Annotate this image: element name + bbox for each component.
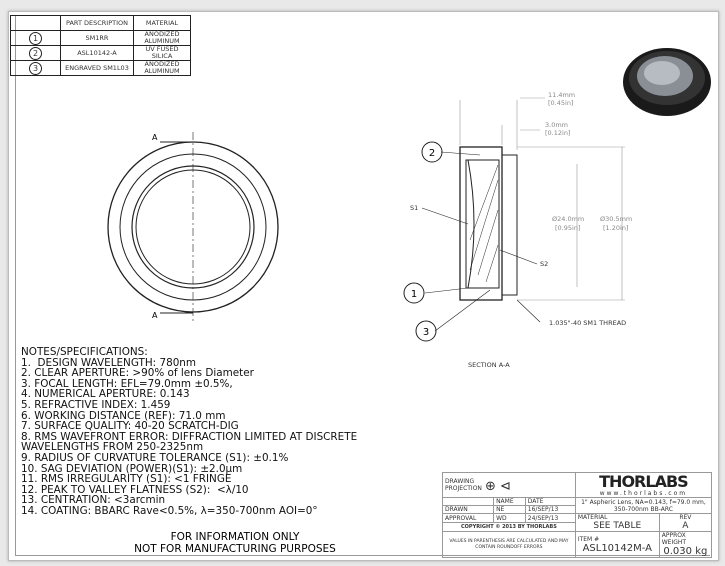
dim-thread-in: [0.12in] <box>545 129 570 137</box>
weight-label: APPROX WEIGHT <box>661 532 687 546</box>
note-item: 3. FOCAL LENGTH: EFL=79.0mm ±0.5%, <box>21 377 233 390</box>
drawn-label: DRAWN <box>441 505 495 514</box>
dim-inner-in: [0.95in] <box>555 224 580 232</box>
note-item: 10. SAG DEVIATION (POWER)(S1): ±2.0µm <box>21 462 243 475</box>
note-item: 8. RMS WAVEFRONT ERROR: DIFFRACTION LIMI… <box>21 430 358 443</box>
website: www.thorlabs.com <box>599 490 688 497</box>
dim-length: 11.4mm <box>548 91 575 99</box>
balloon-1: 1 <box>411 289 417 300</box>
rev-value: A <box>682 521 689 531</box>
note-item: 6. WORKING DISTANCE (REF): 71.0 mm <box>21 409 226 422</box>
note-item: 4. NUMERICAL APERTURE: 0.143 <box>21 388 190 401</box>
approval-name: WD <box>493 513 526 523</box>
balloon-2: 2 <box>429 148 435 159</box>
thread-note: 1.035"-40 SM1 THREAD <box>549 319 626 327</box>
balloon-3: 3 <box>423 327 429 338</box>
lens-photo <box>623 48 711 116</box>
disclaimer-line: NOT FOR MANUFACTURING PURPOSES <box>134 543 336 555</box>
balloon: 2 <box>29 46 42 60</box>
section-mark-top: A <box>152 133 158 142</box>
drawing-frame <box>15 15 710 556</box>
values-note: VALUES IN PARENTHESIS ARE CALCULATED AND… <box>442 531 576 558</box>
drawing-sheet <box>8 11 719 561</box>
notes-specifications: NOTES/SPECIFICATIONS:1. DESIGN WAVELENGT… <box>21 347 357 517</box>
note-item: 14. COATING: BBARC Rave<0.5%, λ=350-700n… <box>21 504 318 517</box>
drawn-date: 16/SEP/13 <box>524 505 576 514</box>
section-title: SECTION A-A <box>468 361 510 369</box>
note-item: 13. CENTRATION: <3arcmin <box>21 494 166 507</box>
note-item: 9. RADIUS OF CURVATURE TOLERANCE (S1): ±… <box>21 451 289 464</box>
section-mark-bottom: A <box>152 311 158 320</box>
balloon: 3 <box>29 61 42 75</box>
notes-title: NOTES/SPECIFICATIONS: <box>21 346 148 358</box>
material-value: SEE TABLE <box>593 521 642 531</box>
copyright: COPYRIGHT © 2013 BY THORLABS <box>442 522 576 532</box>
drawn-name: NE <box>493 505 526 514</box>
approval-date: 24/SEP/13 <box>524 513 576 523</box>
projection-symbol-icon: ⊕ ⊲ <box>485 479 511 494</box>
part-material: UV FUSED SILICA <box>133 45 191 61</box>
thorlabs-logo: THORLABS <box>599 472 689 491</box>
projection-label: DRAWING PROJECTION <box>445 478 482 492</box>
part-description: 1" Aspheric Lens, NA=0.143, f=79.0 mm, 3… <box>574 497 713 514</box>
dim-inner: Ø24.0mm <box>552 215 584 223</box>
part-material: ANODIZED ALUMINUM <box>133 60 191 76</box>
date-header: DATE <box>524 497 576 506</box>
note-item: 1. DESIGN WAVELENGTH: 780nm <box>21 356 197 369</box>
dim-outer: Ø30.5mm <box>600 215 632 223</box>
note-item: 5. REFRACTIVE INDEX: 1.459 <box>21 398 171 411</box>
note-item: WAVELENGTHS FROM 250-2325nm <box>21 441 204 454</box>
dim-length-in: [0.45in] <box>548 99 573 107</box>
note-item: 11. RMS IRREGULARITY (S1): <1 FRINGE <box>21 473 232 486</box>
dim-outer-in: [1.20in] <box>603 224 628 232</box>
material-label: MATERIAL <box>577 514 608 521</box>
front-view <box>107 132 279 322</box>
item-value: ASL10142M-A <box>582 542 652 554</box>
disclaimer-line: FOR INFORMATION ONLY <box>170 531 300 543</box>
note-item: 7. SURFACE QUALITY: 40-20 SCRATCH-DIG <box>21 420 239 433</box>
section-view <box>403 97 625 342</box>
s2-label: S2 <box>540 260 548 268</box>
note-item: 12. PEAK TO VALLEY FLATNESS (S2): <λ/10 <box>21 483 249 496</box>
rev-label: REV <box>679 514 692 521</box>
s1-label: S1 <box>410 204 418 212</box>
item-label: ITEM # <box>577 535 600 543</box>
note-item: 2. CLEAR APERTURE: >90% of lens Diameter <box>21 367 254 380</box>
balloon: 1 <box>29 31 42 45</box>
weight-value: 0.030 kg <box>663 546 708 557</box>
dim-thread: 3.0mm <box>545 121 568 129</box>
name-header: NAME <box>493 497 526 506</box>
approval-label: APPROVAL <box>441 513 495 523</box>
